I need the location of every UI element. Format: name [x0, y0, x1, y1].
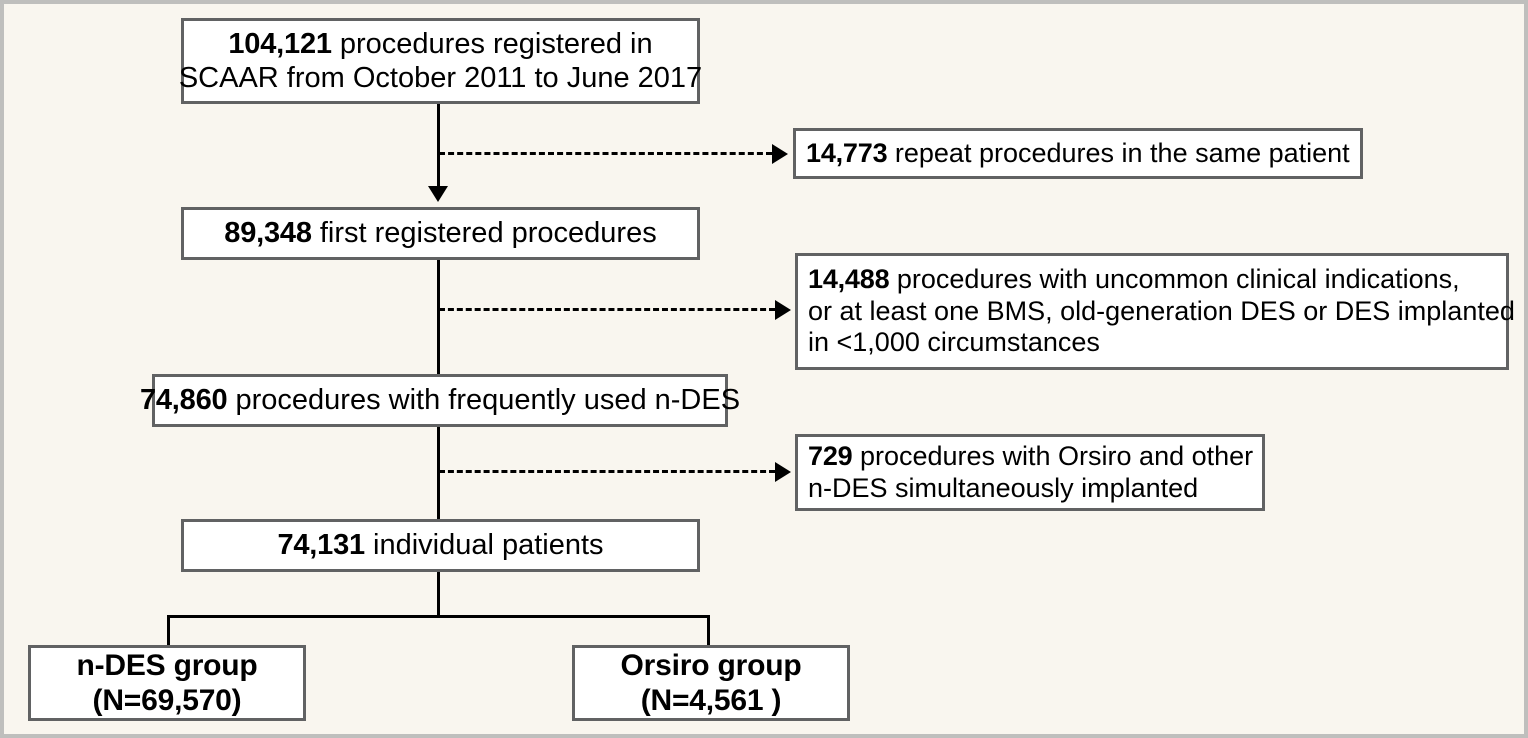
ndes-group-label: n-DES group — [76, 648, 258, 682]
node-frequently-used-line: 74,860 procedures with frequently used n… — [140, 383, 740, 417]
orsiro-group-count: (N=4,561 ) — [640, 684, 782, 717]
node-ndes-group: n-DES group (N=69,570) — [28, 645, 306, 721]
exclusion-orsiro-count: 729 — [808, 440, 853, 471]
node-frequently-used-ndes: 74,860 procedures with frequently used n… — [140, 374, 740, 427]
connector-exclusion-uncommon — [439, 308, 775, 311]
node-individual-patients-count: 74,131 — [277, 529, 365, 562]
connector-split-right-drop — [707, 615, 710, 645]
exclusion-uncommon-line3: in <1,000 circumstances — [808, 327, 1100, 358]
node-registered-count: 104,121 — [228, 27, 332, 60]
exclusion-uncommon-indications: 14,488 procedures with uncommon clinical… — [795, 253, 1515, 370]
orsiro-group-label: Orsiro group — [620, 648, 802, 682]
connector-split-stem — [437, 572, 440, 618]
arrowhead-right-orsiro-simultaneous — [775, 462, 791, 482]
node-first-registered: 89,348 first registered procedures — [181, 207, 700, 260]
exclusion-orsiro-line1: 729 procedures with Orsiro and other — [808, 441, 1253, 473]
connector-exclusion-repeat — [439, 152, 772, 155]
exclusion-uncommon-line1: 14,488 procedures with uncommon clinical… — [808, 264, 1460, 296]
node-registered-line2: SCAAR from October 2011 to June 2017 — [178, 62, 703, 94]
node-individual-patients-line: 74,131 individual patients — [277, 528, 603, 562]
arrowhead-right-uncommon — [775, 300, 791, 320]
connector-split-bar — [167, 615, 710, 618]
node-registered-procedures: 104,121 procedures registered in SCAAR f… — [178, 18, 703, 104]
node-first-registered-line: 89,348 first registered procedures — [224, 216, 656, 250]
connector-first-to-frequent — [437, 260, 440, 374]
node-first-registered-text: first registered procedures — [311, 217, 657, 250]
node-frequently-used-count: 74,860 — [139, 384, 228, 417]
node-first-registered-count: 89,348 — [224, 217, 312, 250]
node-frequently-used-text: procedures with frequently used n-DES — [227, 384, 741, 417]
node-orsiro-group: Orsiro group (N=4,561 ) — [572, 645, 850, 721]
node-individual-patients: 74,131 individual patients — [181, 519, 700, 572]
exclusion-uncommon-count: 14,488 — [808, 263, 890, 294]
connector-registered-to-first — [437, 104, 440, 188]
connector-frequent-to-patients — [437, 427, 440, 521]
connector-split-left-drop — [167, 615, 170, 645]
exclusion-repeat-count: 14,773 — [806, 137, 888, 168]
exclusion-orsiro-line2: n-DES simultaneously implanted — [808, 472, 1199, 503]
node-registered-text1: procedures registered in — [331, 27, 653, 60]
connector-exclusion-orsiro-simultaneous — [439, 470, 775, 473]
exclusion-uncommon-text1: procedures with uncommon clinical indica… — [889, 263, 1460, 294]
exclusion-uncommon-line2: or at least one BMS, old-generation DES … — [808, 295, 1515, 326]
arrowhead-down-first — [428, 186, 448, 202]
exclusion-orsiro-text1: procedures with Orsiro and other — [852, 440, 1254, 471]
exclusion-repeat-line: 14,773 repeat procedures in the same pat… — [806, 138, 1350, 170]
node-registered-line1: 104,121 procedures registered in — [228, 27, 652, 61]
node-individual-patients-text: individual patients — [364, 529, 604, 562]
ndes-group-count: (N=69,570) — [92, 684, 242, 717]
exclusion-repeat-procedures: 14,773 repeat procedures in the same pat… — [793, 128, 1363, 179]
exclusion-repeat-text: repeat procedures in the same patient — [887, 137, 1350, 168]
arrowhead-right-repeat — [772, 144, 788, 164]
exclusion-orsiro-simultaneous: 729 procedures with Orsiro and other n-D… — [795, 434, 1265, 511]
